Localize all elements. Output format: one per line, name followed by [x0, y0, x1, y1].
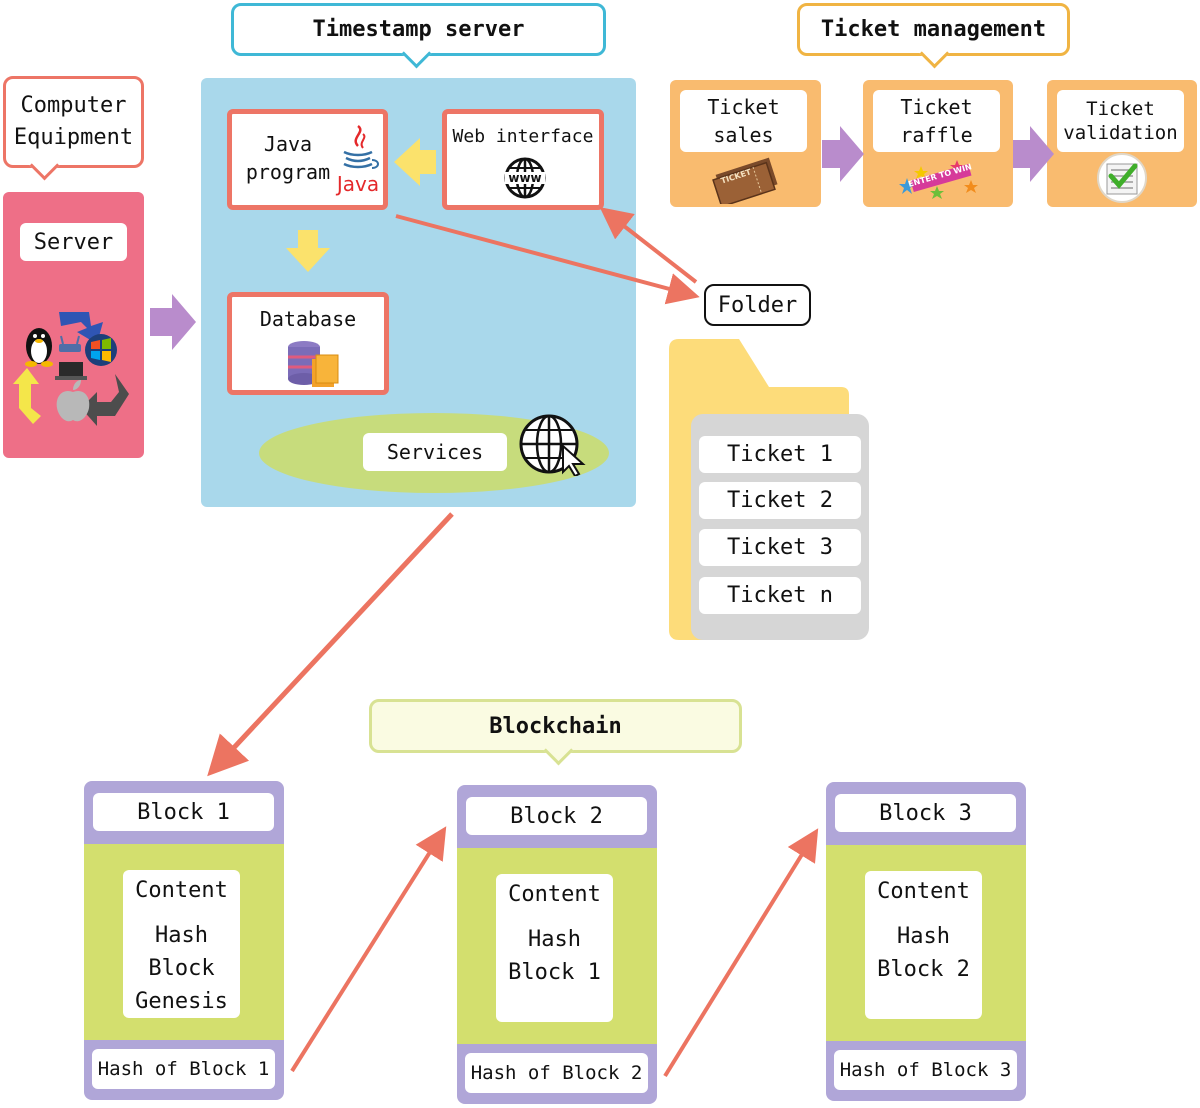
block-3-content-0: Content: [877, 879, 970, 904]
line-timestamp-to-block1: [207, 512, 454, 777]
line-folder-to-web: [599, 207, 698, 284]
database-icon: [288, 341, 339, 387]
block-1-content-0: Content: [135, 878, 228, 903]
block-1-title: Block 1: [137, 799, 230, 825]
ticket-raffle-panel: Ticket raffle ENTER TO WIN: [863, 80, 1013, 207]
block-2-content-1: Hash: [528, 927, 581, 952]
block-3: Block 3 Content Hash Block 2 Hash of Blo…: [826, 782, 1026, 1101]
web-interface-label: Web interface: [452, 126, 594, 147]
folder-ticket-3-label: Ticket 3: [727, 535, 833, 560]
block-3-content-1: Hash: [897, 924, 950, 949]
java-line2: program: [245, 160, 331, 184]
ticket-management-title: Ticket management: [820, 17, 1047, 42]
folder-ticket-2-label: Ticket 2: [727, 488, 833, 513]
server-panel: Server: [3, 192, 144, 458]
folder-ticket-n-label: Ticket n: [727, 583, 833, 608]
arrow-web-to-java: [394, 138, 436, 186]
ticket-sales-line1: Ticket: [707, 95, 780, 119]
ticket-validation-line1: Ticket: [1086, 98, 1155, 120]
block-1-footer-box: Hash of Block 1: [92, 1049, 275, 1089]
windows-icon: [85, 334, 117, 366]
java-logo-text: Java: [336, 172, 380, 196]
line-block1-to-block2: [290, 826, 447, 1073]
folder-ticket-3: Ticket 3: [699, 529, 861, 566]
web-interface-box: Web interface www: [442, 109, 604, 210]
ticket-raffle-line1: Ticket: [900, 95, 973, 119]
blockchain-title: Blockchain: [489, 713, 622, 739]
block-2-content-2: Block 1: [508, 960, 601, 985]
timestamp-server-title: Timestamp server: [312, 17, 525, 42]
block-1-content-box: Content Hash Block Genesis: [123, 870, 240, 1018]
line-java-to-folder: [395, 214, 700, 305]
java-logo-icon: [343, 125, 379, 169]
ticket-raffle-line2: raffle: [900, 123, 973, 147]
ticket-sales-line2: sales: [713, 123, 774, 147]
apple-icon: [56, 380, 90, 422]
folder-label-box: Folder: [704, 284, 811, 326]
block-1-content-2: Block: [148, 956, 215, 981]
block-1-content-3: Genesis: [135, 989, 228, 1014]
folder-label: Folder: [717, 292, 798, 318]
block-2-footer: Hash of Block 2: [470, 1062, 643, 1084]
arrow-server-to-timestamp: [150, 294, 196, 350]
block-3-footer: Hash of Block 3: [839, 1059, 1012, 1081]
ticket-raffle-label-box: Ticket raffle: [873, 90, 1000, 152]
www-text: www: [508, 171, 542, 185]
timestamp-server-callout: Timestamp server: [231, 3, 606, 69]
ticket-sales-panel: Ticket sales TICKET: [670, 80, 821, 207]
globe-cursor-icon: [519, 414, 586, 476]
block-2: Block 2 Content Hash Block 1 Hash of Blo…: [457, 785, 657, 1104]
block-2-content-0: Content: [508, 882, 601, 907]
folder-ticket-n: Ticket n: [699, 577, 861, 614]
raffle-stars-icon: [899, 160, 978, 199]
ticket-validation-panel: Ticket validation: [1047, 80, 1197, 207]
services-label-box: Services: [363, 433, 507, 471]
ticket-validation-label-box: Ticket validation: [1057, 90, 1184, 152]
block-3-title-box: Block 3: [835, 794, 1016, 832]
os-cycle-icon: [13, 312, 129, 426]
arrow-raffle-to-validation: [1013, 126, 1054, 182]
checklist-icon: [1097, 153, 1147, 203]
blockchain-callout: Blockchain: [369, 699, 742, 766]
block-3-content-2: Block 2: [877, 957, 970, 982]
arrow-java-to-database: [286, 230, 330, 272]
block-2-title: Block 2: [510, 803, 603, 829]
computer-equipment-callout: Computer Equipment: [3, 76, 144, 181]
server-label-box: Server: [20, 223, 127, 261]
java-program-text: Java program: [236, 130, 340, 186]
block-1: Block 1 Content Hash Block Genesis Hash …: [84, 781, 284, 1100]
timestamp-server-panel: Java program Java Web interface www Data…: [201, 78, 636, 507]
linux-icon: [25, 328, 53, 367]
block-3-content-box: Content Hash Block 2: [865, 871, 982, 1019]
block-2-title-box: Block 2: [466, 797, 647, 835]
folder-ticket-2: Ticket 2: [699, 482, 861, 519]
folder-ticket-1: Ticket 1: [699, 436, 861, 473]
computer-equipment-line2: Equipment: [13, 125, 134, 150]
block-1-title-box: Block 1: [93, 793, 274, 831]
ticket-stub-icon: [712, 157, 778, 204]
ticket-management-callout: Ticket management: [797, 3, 1070, 69]
folder-tickets-panel: Ticket 1 Ticket 2 Ticket 3 Ticket n: [691, 414, 869, 640]
services-label: Services: [386, 440, 484, 464]
block-3-footer-box: Hash of Block 3: [834, 1050, 1017, 1090]
database-label: Database: [259, 307, 357, 331]
block-2-footer-box: Hash of Block 2: [465, 1053, 648, 1093]
java-line1: Java: [263, 132, 313, 156]
ticket-sales-label-box: Ticket sales: [680, 90, 807, 152]
computer-equipment-line1: Computer: [20, 93, 127, 118]
www-globe-icon: [504, 157, 546, 199]
java-program-box: Java program Java: [227, 109, 388, 210]
folder-ticket-1-label: Ticket 1: [727, 442, 833, 467]
database-box: Database: [227, 292, 389, 395]
server-label: Server: [33, 229, 114, 255]
block-1-content-1: Hash: [155, 923, 208, 948]
block-2-content-box: Content Hash Block 1: [496, 874, 613, 1022]
block-3-title: Block 3: [879, 800, 972, 826]
line-block2-to-block3: [663, 828, 819, 1078]
ticket-validation-line2: validation: [1063, 122, 1178, 144]
arrow-sales-to-raffle: [822, 126, 864, 182]
block-1-footer: Hash of Block 1: [97, 1058, 270, 1080]
